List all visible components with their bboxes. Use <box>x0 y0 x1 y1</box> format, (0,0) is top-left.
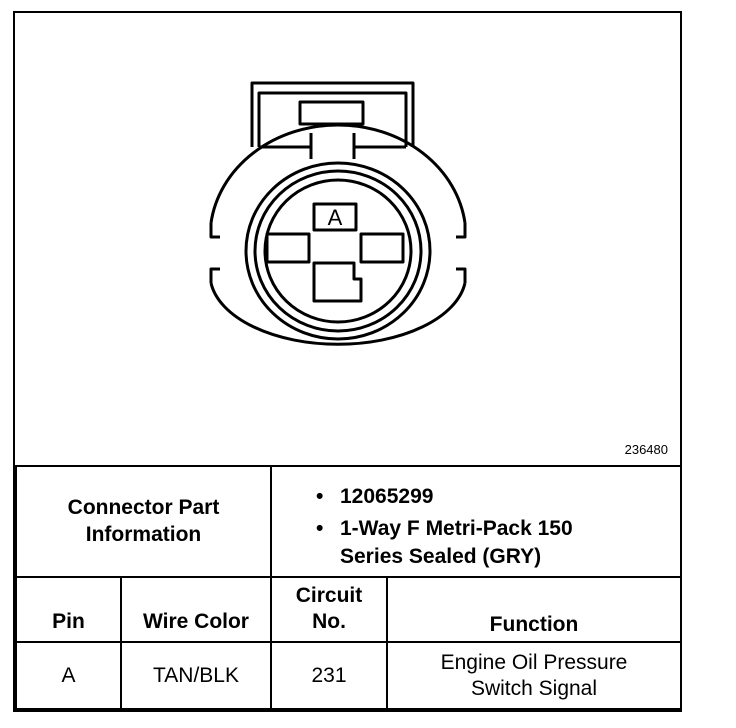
bullet-icon: • <box>316 485 324 508</box>
latch-tab <box>298 100 365 126</box>
body-outer-bottom <box>209 282 467 346</box>
bullet-icon: • <box>316 517 324 540</box>
part-number-item: • 12065299 <box>316 483 680 511</box>
notch-left-top <box>209 223 220 239</box>
description-item: • 1-Way F Metri-Pack 150 Series Sealed (… <box>316 515 680 571</box>
description-line2: Series Sealed (GRY) <box>340 545 542 568</box>
terminal-cavity-left <box>265 232 311 264</box>
terminal-cavity-bottom <box>312 261 363 303</box>
seal-ring-middle <box>253 169 423 333</box>
header-circuit: Circuit No. <box>270 575 388 644</box>
seal-ring-outer <box>244 161 432 341</box>
connector-sheet: A 236480 Connector Part Information • 12… <box>13 11 682 712</box>
terminal-cavity-right <box>359 232 405 264</box>
connector-part-info-label: Connector Part Information <box>15 465 272 578</box>
row-pin: A <box>15 641 122 710</box>
connector-label-line1: Connector Part <box>67 496 220 520</box>
notch-left-bottom <box>209 267 220 283</box>
header-wire-color: Wire Color <box>120 575 272 644</box>
row-wire-color: TAN/BLK <box>120 641 272 710</box>
row-function-line2: Switch Signal <box>470 676 598 700</box>
header-pin: Pin <box>15 575 122 644</box>
connector-illustration: A <box>209 81 467 346</box>
notch-right-top <box>456 223 467 239</box>
notch-right-bottom <box>456 267 467 283</box>
connector-table: Connector Part Information • 12065299 • … <box>15 465 682 710</box>
terminal-cavity-top <box>312 202 358 232</box>
part-number: 12065299 <box>340 485 434 508</box>
description-line1: 1-Way F Metri-Pack 150 <box>340 517 573 540</box>
connector-details: • 12065299 • 1-Way F Metri-Pack 150 Seri… <box>270 465 682 578</box>
row-circuit: 231 <box>270 641 388 710</box>
latch-housing-inner <box>257 91 408 147</box>
header-circuit-line1: Circuit <box>295 584 363 608</box>
connector-info-row: Connector Part Information • 12065299 • … <box>15 465 682 578</box>
row-function-line1: Engine Oil Pressure <box>440 650 628 674</box>
row-function: Engine Oil Pressure Switch Signal <box>386 641 682 710</box>
pin-a-label: A <box>328 205 343 230</box>
seal-ring-inner <box>263 178 413 324</box>
header-function: Function <box>386 575 682 644</box>
header-circuit-line2: No. <box>312 610 346 634</box>
connector-drawing: A 236480 <box>15 13 680 465</box>
table-row: A TAN/BLK 231 Engine Oil Pressure Switch… <box>15 641 682 710</box>
latch-housing <box>250 81 415 147</box>
figure-id: 236480 <box>624 442 668 457</box>
body-outer-top <box>209 123 467 224</box>
table-header-row: Pin Wire Color Circuit No. Function <box>15 575 682 644</box>
connector-label-line2: Information <box>85 523 202 547</box>
